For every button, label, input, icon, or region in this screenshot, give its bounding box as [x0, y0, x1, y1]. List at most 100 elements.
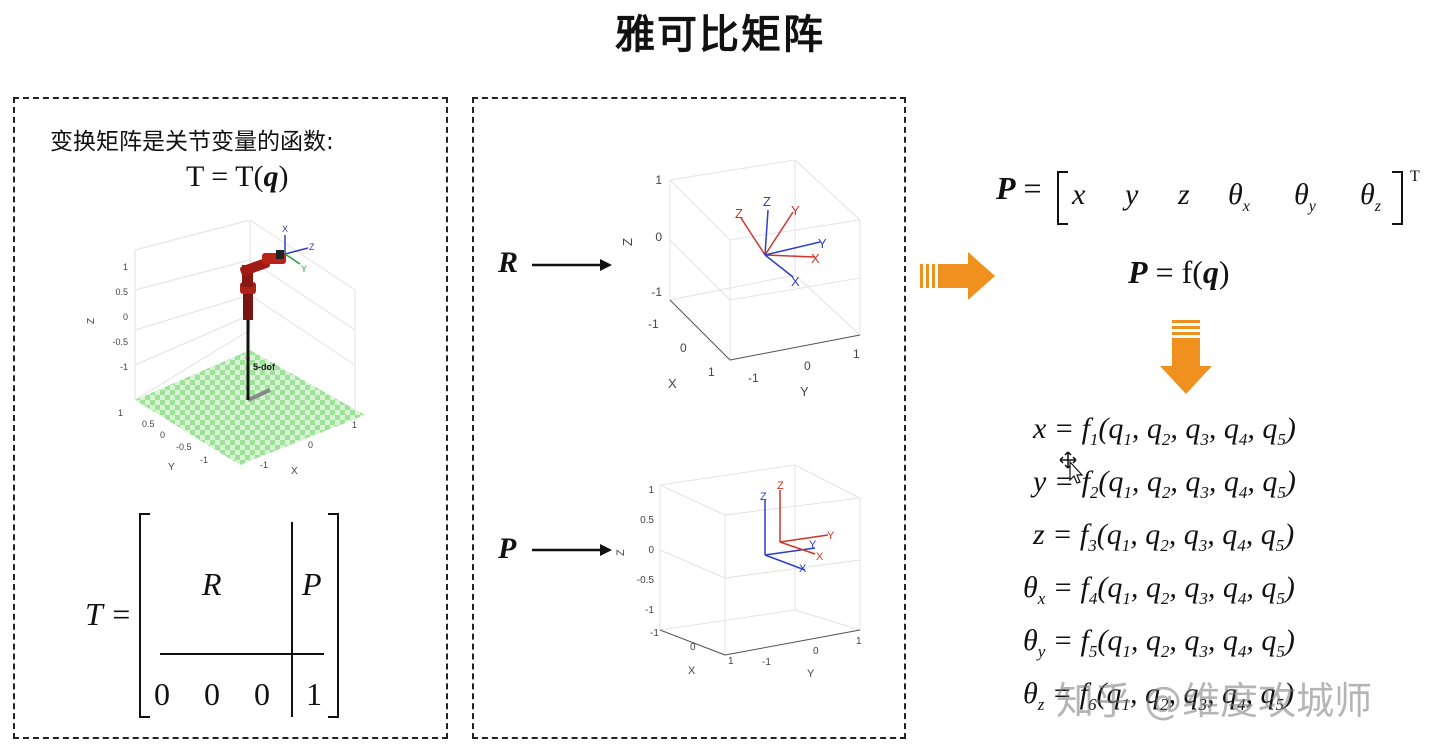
- matrix-lhs: T =: [85, 596, 132, 632]
- pose-comp: z: [1178, 178, 1190, 211]
- frame-label: X: [816, 551, 824, 563]
- robot-arm-plot: X Z Y 5-dof 1 0.5 0 -0.5 -1 Z 1 0.5 0 -0…: [86, 220, 365, 477]
- frame-label: X: [282, 224, 288, 234]
- P-arrow: [532, 544, 612, 556]
- y-tick: 0: [804, 359, 811, 373]
- z-tick: 0.5: [640, 515, 654, 526]
- ground-plane: [135, 350, 365, 465]
- z-tick: -1: [651, 285, 662, 299]
- component-eq-2: y = f2(q1, q2, q3, q4, q5): [1033, 465, 1296, 502]
- component-eq-6: θz = f6(q1, q2, q3, q4, q5): [1023, 677, 1294, 714]
- matrix-zero: 0: [254, 676, 270, 712]
- frame-label: X: [799, 563, 807, 575]
- y-tick: -1: [200, 455, 208, 465]
- matrix-zero: 0: [204, 676, 220, 712]
- R-label: R: [498, 246, 519, 279]
- pose-function-eq: P = f(q): [1128, 254, 1230, 290]
- z-tick: 0.5: [115, 287, 128, 297]
- matrix-brackets: [139, 513, 339, 718]
- frame-label: X: [811, 251, 820, 266]
- y-tick: 1: [853, 347, 860, 361]
- eq-lhs: T = T(: [186, 160, 264, 193]
- x-axis-label: X: [291, 466, 298, 477]
- z-tick: 0: [123, 312, 128, 322]
- pose-comp: θx: [1228, 178, 1250, 215]
- frame-label: Z: [760, 491, 767, 503]
- robot-link-1: [243, 290, 253, 320]
- z-tick: 0: [648, 545, 654, 556]
- y-axis-label: Y: [168, 462, 175, 473]
- z-tick: 0: [655, 230, 662, 244]
- transpose-mark: T: [1410, 168, 1420, 185]
- y-axis-label: Y: [800, 384, 809, 399]
- x-tick: 1: [352, 420, 357, 430]
- y-tick: -1: [748, 371, 759, 385]
- y-tick: 0: [160, 430, 165, 440]
- orange-right-arrow-icon: [920, 252, 995, 300]
- pose-comp: θz: [1360, 178, 1381, 215]
- x-axis-label: X: [688, 665, 696, 677]
- z-tick: 1: [123, 262, 128, 272]
- y-tick: 0.5: [142, 419, 155, 429]
- orientation-plot: Z Z Y Y X X 1 0 -1 Z -1 0 1 X -1 0 1 Y: [620, 160, 861, 399]
- y-tick: 0: [813, 646, 819, 657]
- z-tick: -0.5: [112, 337, 128, 347]
- frame-label: Y: [818, 236, 827, 251]
- component-eq-1: x = f1(q1, q2, q3, q4, q5): [1033, 412, 1296, 449]
- pose-comp: y: [1125, 178, 1139, 211]
- frame-label: Z: [309, 242, 315, 252]
- frame-label: Y: [809, 539, 817, 551]
- R-arrow: [532, 259, 612, 271]
- matrix-one: 1: [306, 676, 322, 712]
- y-axis-label: Y: [807, 668, 815, 680]
- z-axis-label: Z: [86, 318, 97, 324]
- watermark: 知乎 @维度攻城师: [1056, 679, 1373, 723]
- frame-label: X: [791, 274, 800, 289]
- z-tick: -1: [120, 362, 128, 372]
- y-tick: 1: [856, 636, 862, 647]
- z-axis-label: Z: [615, 549, 627, 556]
- x-tick: -1: [648, 317, 659, 331]
- y-tick: -1: [762, 657, 771, 668]
- matrix-R: R: [202, 566, 222, 602]
- y-tick: 1: [118, 408, 123, 418]
- matrix-P: P: [302, 566, 322, 602]
- orange-down-arrow-icon: [1160, 320, 1212, 394]
- z-tick: 1: [648, 485, 654, 496]
- robot-label: 5-dof: [253, 362, 276, 372]
- pose-comp: x: [1072, 178, 1086, 211]
- x-tick: -1: [650, 628, 659, 639]
- x-tick: 0: [680, 341, 687, 355]
- middle-panel: [472, 97, 906, 739]
- x-tick: 1: [728, 656, 734, 667]
- frame-label: Y: [791, 203, 800, 218]
- P-symbol: P: [996, 170, 1016, 206]
- frame-label: Y: [827, 530, 835, 542]
- eq-rhs: ): [278, 160, 289, 193]
- z-tick: 1: [655, 173, 662, 187]
- x-tick: 0: [308, 440, 313, 450]
- x-tick: 1: [708, 365, 715, 379]
- component-eq-5: θy = f5(q1, q2, q3, q4, q5): [1023, 624, 1295, 661]
- transform-function-eq: T = T(q): [186, 160, 288, 194]
- z-axis-label: Z: [620, 238, 635, 246]
- frame-label: Z: [763, 194, 771, 209]
- x-axis-label: X: [668, 376, 677, 391]
- component-eq-3: z = f3(q1, q2, q3, q4, q5): [1033, 518, 1295, 555]
- matrix-zero: 0: [154, 676, 170, 712]
- x-tick: -1: [260, 460, 268, 470]
- z-tick: -0.5: [637, 575, 655, 586]
- frame-label: Z: [777, 480, 784, 492]
- left-caption: 变换矩阵是关节变量的函数:: [50, 129, 334, 155]
- left-panel: [13, 97, 448, 739]
- frame-label: Z: [735, 206, 743, 221]
- y-tick: -0.5: [176, 442, 192, 452]
- pose-comp: θy: [1294, 178, 1316, 215]
- pose-vector-eq: P =: [996, 170, 1042, 206]
- frame-label: Y: [301, 264, 307, 274]
- move-cursor-icon: [1059, 451, 1084, 484]
- page-title: 雅可比矩阵: [615, 12, 825, 58]
- x-tick: 0: [690, 642, 696, 653]
- eq-q: q: [263, 160, 279, 193]
- z-tick: -1: [645, 605, 654, 616]
